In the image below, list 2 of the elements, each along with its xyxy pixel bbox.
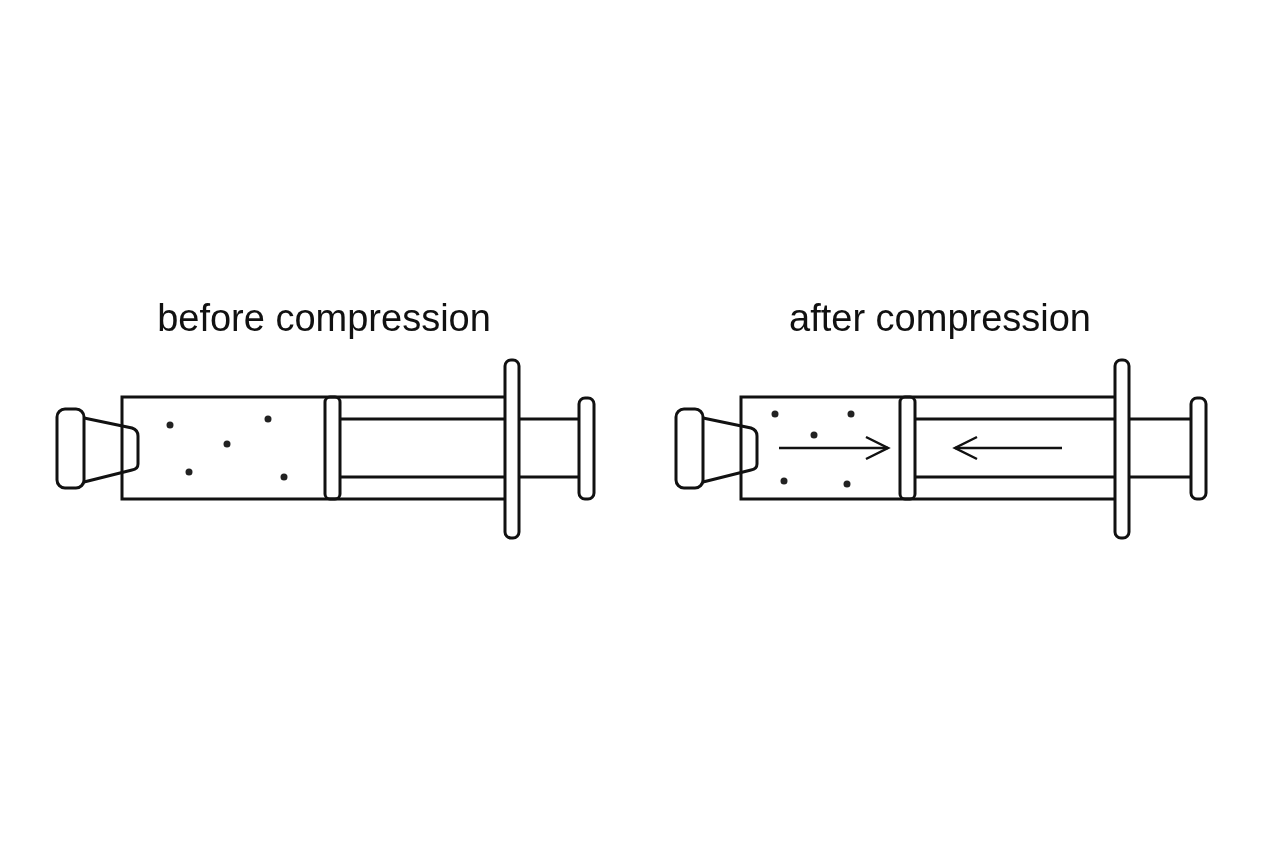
caption-text: after compression: [789, 296, 1091, 340]
caption-text: before compression: [157, 296, 491, 340]
